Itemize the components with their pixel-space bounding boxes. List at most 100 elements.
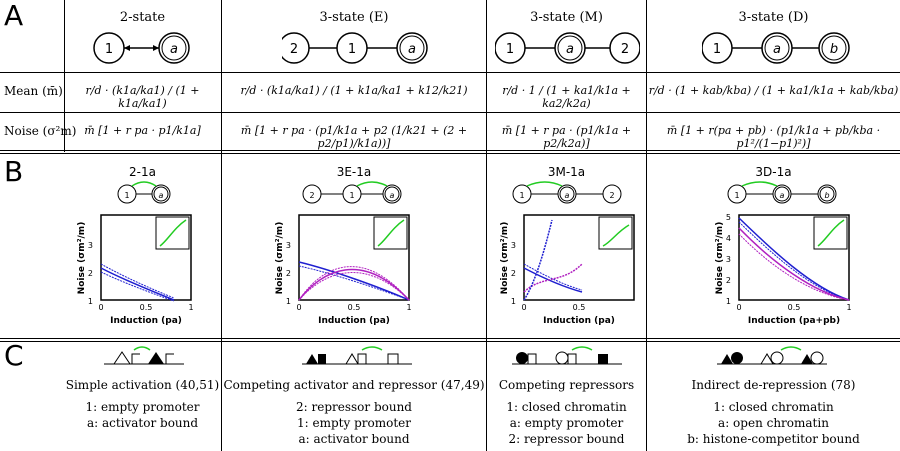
state-description: a: open chromatin [718,416,829,430]
svg-text:2: 2 [511,269,516,278]
state-node-label: a [390,191,395,200]
state-node-label: a [408,42,416,57]
column-header: 3-state (D) [738,10,809,25]
panel-label-b: B [4,155,24,188]
plot-frame [100,214,192,301]
plot-title: 3E-1a [336,165,372,179]
promoter-schematic [302,346,412,365]
divider [486,0,487,451]
noise-plot: 1 a b 1 2 3 4 5 0 0.5 1 Induction (pa+pb… [715,181,852,326]
svg-text:Noise (σm²/m): Noise (σm²/m) [275,222,285,295]
mean-formula: r/d · 1 / (1 + ka1/k1a + ka2/k2a) [502,84,631,110]
svg-text:0.5: 0.5 [573,303,586,312]
svg-text:3: 3 [286,241,291,250]
svg-text:Induction (pa): Induction (pa) [543,316,615,326]
mechanism-title: Competing repressors [498,378,635,392]
column-3-state-d: 3-state (D) 1 a b r/d · (1 + kab/kba) / … [647,0,900,451]
state-node-label: 2 [290,42,298,57]
noise-formula: m̄ [1 + r pa · (p1/k1a + p2/k2a)] [501,124,632,150]
svg-text:a: a [565,191,570,200]
svg-text:1: 1 [286,297,291,306]
svg-text:0: 0 [521,303,526,312]
svg-text:3: 3 [726,255,731,264]
state-description: 1: closed chromatin [713,400,834,414]
noise-formula: m̄ [1 + r pa · (p1/k1a + p2 (1/k21 + (2 … [240,124,468,150]
x-tick: 0 [98,303,103,312]
state-description: 1: empty promoter [297,416,411,430]
panel-label-c: C [4,339,24,372]
y-tick: 2 [88,269,93,278]
mean-formula: r/d · (1 + kab/kba) / (1 + ka1/k1a + kab… [648,84,899,97]
x-tick: 0.5 [140,303,153,312]
state-description: a: empty promoter [509,416,624,430]
svg-text:b: b [824,191,829,200]
divider [64,0,65,152]
noise-plot: 1 a 1 2 3 0 0.5 1 Induction (pa) Noise (… [77,181,194,326]
row-label-noise: Noise (σ²m) [4,124,77,138]
state-node-label: a [159,191,164,200]
svg-text:4: 4 [726,234,731,243]
promoter-schematic [512,346,622,365]
state-node-label: 1 [348,42,356,57]
column-2-state: 2-state 1 a r/d · (k1a/ka1) / (1 + k1a/k… [64,0,221,451]
state-node-label: a [170,42,178,57]
divider [0,72,900,73]
promoter-schematic [717,346,827,365]
x-tick: 1 [188,303,193,312]
state-description: a: activator bound [86,416,199,430]
state-diagram: 1 a b [702,32,850,64]
svg-text:1: 1 [511,297,516,306]
series-line [100,267,175,301]
y-tick: 1 [88,297,93,306]
svg-text:Induction (pa+pb): Induction (pa+pb) [748,316,840,326]
svg-text:0: 0 [296,303,301,312]
noise-plot: 2 1 a 1 2 3 0 0.5 1 Induction (pa) Noise… [275,181,412,326]
state-description: 2: repressor bound [296,400,412,414]
svg-text:Noise (σm²/m): Noise (σm²/m) [715,222,725,295]
plot-title: 3M-1a [547,165,586,179]
state-description: 2: repressor bound [508,432,625,446]
divider [221,0,222,451]
svg-text:1: 1 [726,297,731,306]
state-diagram: 2 1 a [282,32,428,64]
svg-text:1: 1 [406,303,411,312]
state-description: 1: empty promoter [85,400,200,414]
divider [0,341,900,342]
svg-text:5: 5 [726,213,731,222]
svg-text:2: 2 [609,191,614,200]
state-node [93,32,125,64]
state-node-label: 1 [105,42,113,57]
svg-text:1: 1 [713,42,721,57]
noise-plot: 1 a 2 1 2 3 0 0.5 Induction (pa) Noise (… [500,181,635,326]
divider [646,0,647,451]
y-tick: 3 [88,241,93,250]
svg-text:1: 1 [846,303,851,312]
column-header: 2-state [119,10,166,25]
noise-formula: m̄ [1 + r pa · p1/k1a] [84,124,201,137]
column-3-state-m: 3-state (M) 1 a 2 r/d · 1 / (1 + ka1/k1a… [487,0,646,451]
x-axis-label: Induction (pa) [110,316,182,326]
state-node-label: 1 [349,191,354,200]
svg-text:b: b [830,42,838,57]
plot-title: 2-1a [129,165,156,179]
state-node-label: 2 [309,191,314,200]
row-label-mean: Mean (m̄) [4,84,63,98]
svg-text:a: a [773,42,781,57]
state-node [158,32,190,64]
mean-formula: r/d · (k1a/ka1) / (1 + k1a/ka1) [85,84,200,110]
promoter-schematic [104,346,184,365]
divider [0,338,900,339]
divider [0,150,900,151]
svg-text:0.5: 0.5 [788,303,801,312]
svg-text:2: 2 [621,42,629,57]
svg-text:Induction (pa): Induction (pa) [318,316,390,326]
mechanism-title: Competing activator and repressor (47,49… [223,378,485,392]
svg-text:2: 2 [726,276,731,285]
svg-text:1: 1 [734,191,739,200]
mechanism-title: Indirect de-repression (78) [691,378,856,392]
state-node-label: 1 [124,191,129,200]
state-diagram: 1 a [93,32,190,64]
column-header: 3-state (E) [319,10,389,25]
plot-title: 3D-1a [755,165,792,179]
svg-text:a: a [780,191,785,200]
